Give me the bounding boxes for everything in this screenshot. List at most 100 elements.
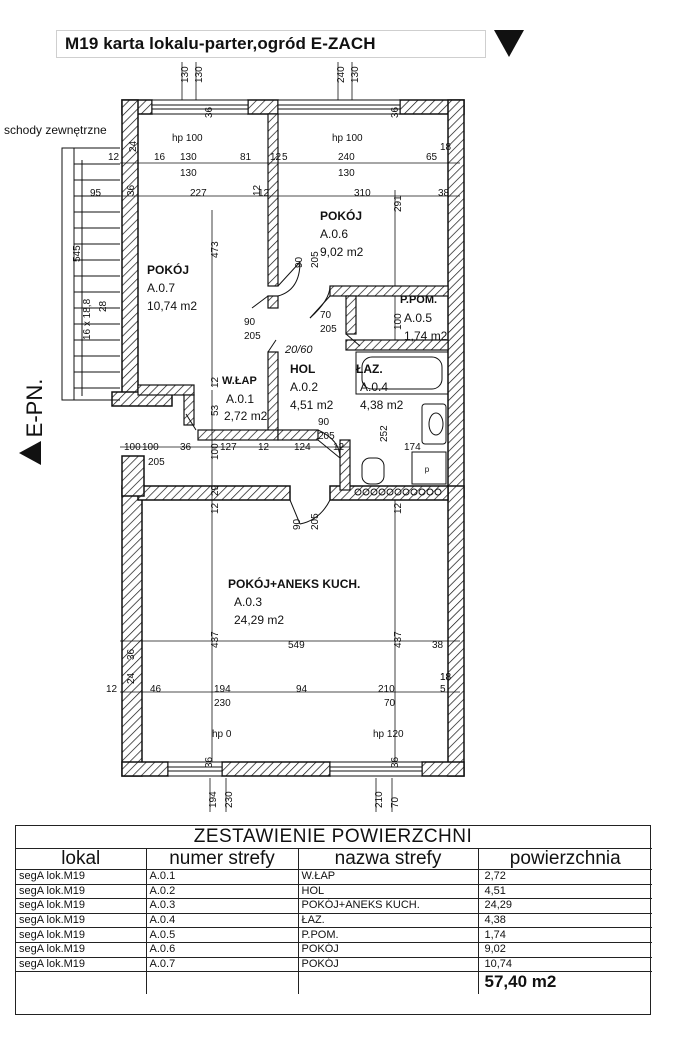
dimension-label: 38: [438, 188, 450, 199]
dimension-label: 205: [310, 513, 321, 530]
room-name: POKÓJ: [147, 262, 189, 277]
dimension-label: 100: [393, 313, 404, 330]
direction-arrow-icon: [494, 30, 524, 57]
dimension-label: 38: [432, 640, 444, 651]
dimension-label: 127: [220, 442, 237, 453]
table-cell: segA lok.M19: [16, 869, 147, 885]
stairs-steps: 16 x 18,8: [82, 298, 93, 340]
dimension-label: 24: [126, 672, 137, 684]
dimension-label: 12: [258, 188, 270, 199]
column-header: numer strefy: [146, 848, 299, 870]
dimension-label: 205: [148, 457, 165, 468]
dimension-label: 18: [440, 142, 452, 153]
table-row: segA lok.M19 A.0.1 W.ŁAP 2,72: [16, 869, 652, 885]
column-header: powierzchnia: [478, 848, 652, 870]
table-cell: A.0.4: [146, 912, 299, 928]
table-cell: ŁAZ.: [298, 912, 479, 928]
dimension-label: 29: [210, 484, 221, 496]
table-cell: [146, 971, 299, 995]
dimension-label: 130: [194, 66, 205, 83]
table-cell: A.0.5: [146, 927, 299, 943]
dimension-label: 12: [210, 502, 221, 514]
dimension-label: 252: [379, 425, 390, 442]
table-cell: A.0.1: [146, 869, 299, 885]
table-cell: A.0.3: [146, 898, 299, 914]
hp-label: hp 100: [332, 133, 363, 144]
table-cell: [16, 971, 147, 995]
dimension-label: 81: [240, 152, 252, 163]
svg-text:p: p: [425, 465, 430, 474]
room-code: A.0.7: [147, 281, 175, 295]
table-cell: segA lok.M19: [16, 956, 147, 972]
dimension-label: 36: [180, 442, 192, 453]
table-cell: 9,02: [478, 941, 652, 958]
table-cell: POKÓJ+ANEKS KUCH.: [298, 898, 479, 914]
summary-title: ZESTAWIENIE POWIERZCHNI: [193, 826, 473, 847]
table-cell: A.0.6: [146, 941, 299, 958]
table-row: segA lok.M19 A.0.7 POKÓJ 10,74: [16, 956, 652, 972]
dimension-label: 549: [288, 640, 305, 651]
summary-header-row: lokal numer strefy nazwa strefy powierzc…: [16, 848, 652, 870]
table-cell: segA lok.M19: [16, 912, 147, 928]
table-cell: segA lok.M19: [16, 927, 147, 943]
dimension-label: 205: [318, 431, 335, 442]
dimension-label: 12: [258, 442, 270, 453]
room-name: W.ŁAP: [222, 375, 257, 387]
table-cell: 4,38: [478, 912, 652, 928]
dimension-label: 5: [440, 684, 446, 695]
stairs-width: 95: [90, 188, 102, 199]
dimension-label: 65: [426, 152, 438, 163]
table-cell: A.0.7: [146, 956, 299, 972]
table-cell: 2,72: [478, 869, 652, 885]
dimension-label: 12: [333, 442, 345, 453]
dimension-label: 194: [214, 684, 231, 695]
summary-grid: lokal numer strefy nazwa strefy powierzc…: [16, 848, 652, 995]
radiator: [354, 488, 442, 496]
page-title: M19 karta lokalu-parter,ogród E-ZACH: [65, 34, 376, 53]
dimension-label: 90: [318, 417, 330, 428]
dimension-label: 227: [190, 188, 207, 199]
orientation-arrow-icon: [19, 441, 41, 465]
dimension-label: 36: [126, 184, 137, 196]
dimension-label: 194: [208, 791, 219, 808]
dimension-label: 230: [224, 791, 235, 808]
windows: [151, 99, 423, 777]
dimension-label: 90: [244, 317, 256, 328]
dimension-label: 437: [393, 631, 404, 648]
dimension-label: 130: [350, 66, 361, 83]
dimension-label: 100: [210, 443, 221, 460]
dimension-labels: 130 130 240 130 12 16 130 81 12 5 240 65…: [106, 66, 452, 808]
dimension-lines: [120, 62, 460, 812]
dimension-label: 124: [294, 442, 311, 453]
dimension-label: 205: [310, 251, 321, 268]
bathroom-fixtures: p: [354, 351, 449, 496]
dimension-label: 12: [106, 684, 118, 695]
dimension-label: 210: [374, 791, 385, 808]
dimension-label: 310: [354, 188, 371, 199]
dimension-label: 70: [390, 796, 401, 808]
outer-walls: [111, 99, 465, 777]
room-name: POKÓJ+ANEKS KUCH.: [228, 576, 360, 591]
stairs-label: schody zewnętrzne: [4, 123, 107, 137]
stairs-step-depth: 28: [98, 300, 109, 312]
column-header: lokal: [16, 848, 147, 870]
dimension-label: 18: [440, 672, 452, 683]
room-code: A.0.5: [404, 311, 432, 325]
dimension-label: 437: [210, 631, 221, 648]
stairs-length: 545: [72, 245, 83, 262]
dimension-label: 70: [320, 310, 332, 321]
room-area: 2,72 m2: [224, 409, 268, 423]
dimension-label: 36: [126, 648, 137, 660]
dimension-label: 5: [282, 152, 288, 163]
table-cell: POKÓJ: [298, 941, 479, 958]
total-area: 57,40 m2: [478, 971, 652, 995]
dimension-label: 90: [292, 518, 303, 530]
table-cell: A.0.2: [146, 883, 299, 899]
room-area: 10,74 m2: [147, 299, 197, 313]
dimension-label: 70: [384, 698, 396, 709]
dimension-label: 46: [150, 684, 162, 695]
table-cell: segA lok.M19: [16, 883, 147, 899]
dimension-label: 12: [252, 184, 263, 196]
table-cell: POKÓJ: [298, 956, 479, 972]
dimension-label: 174: [404, 442, 421, 453]
